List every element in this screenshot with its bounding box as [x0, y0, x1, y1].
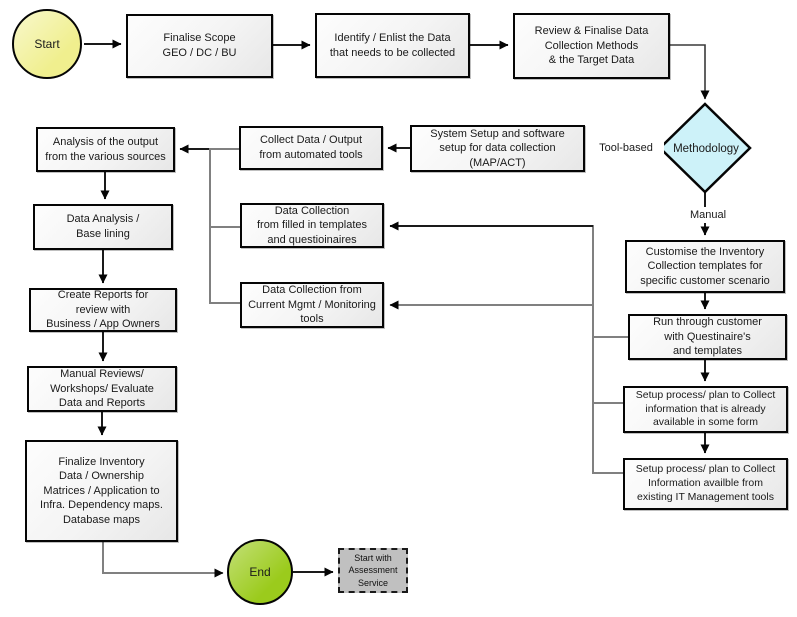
- node-finalise-scope: Finalise Scope GEO / DC / BU: [126, 14, 273, 78]
- edge-label-tool-based: Tool-based: [588, 140, 664, 156]
- methodology-diamond-shape: [658, 102, 752, 194]
- node-manual-reviews: Manual Reviews/ Workshops/ Evaluate Data…: [27, 366, 177, 412]
- node-identify-data: Identify / Enlist the Data that needs to…: [315, 13, 470, 78]
- node-system-setup: System Setup and software setup for data…: [410, 125, 585, 172]
- node-end: End: [227, 539, 293, 605]
- node-data-analysis: Data Analysis / Base lining: [33, 204, 173, 250]
- node-methodology: Methodology: [673, 143, 739, 155]
- node-assessment-service: Start with Assessment Service: [338, 548, 408, 593]
- node-review-methods: Review & Finalise Data Collection Method…: [513, 13, 670, 79]
- node-create-reports: Create Reports for review with Business …: [29, 288, 177, 332]
- node-analysis-output: Analysis of the output from the various …: [36, 127, 175, 172]
- node-run-through-customer: Run through customer with Questinaire's …: [628, 314, 787, 360]
- connector-review-methodology: [670, 44, 710, 100]
- node-collect-data: Collect Data / Output from automated too…: [239, 126, 383, 170]
- node-finalize-inventory: Finalize Inventory Data / Ownership Matr…: [25, 440, 178, 542]
- node-dc-templates: Data Collection from filled in templates…: [240, 203, 384, 248]
- node-setup-it-mgmt: Setup process/ plan to Collect Informati…: [623, 458, 788, 510]
- node-dc-mgmt-tools: Data Collection from Current Mgmt / Moni…: [240, 282, 384, 328]
- node-customise-templates: Customise the Inventory Collection templ…: [625, 240, 785, 293]
- node-start: Start: [12, 9, 82, 79]
- edge-label-manual: Manual: [681, 207, 735, 223]
- node-setup-already-available: Setup process/ plan to Collect informati…: [623, 386, 788, 433]
- connector-finalize-end: [102, 542, 224, 578]
